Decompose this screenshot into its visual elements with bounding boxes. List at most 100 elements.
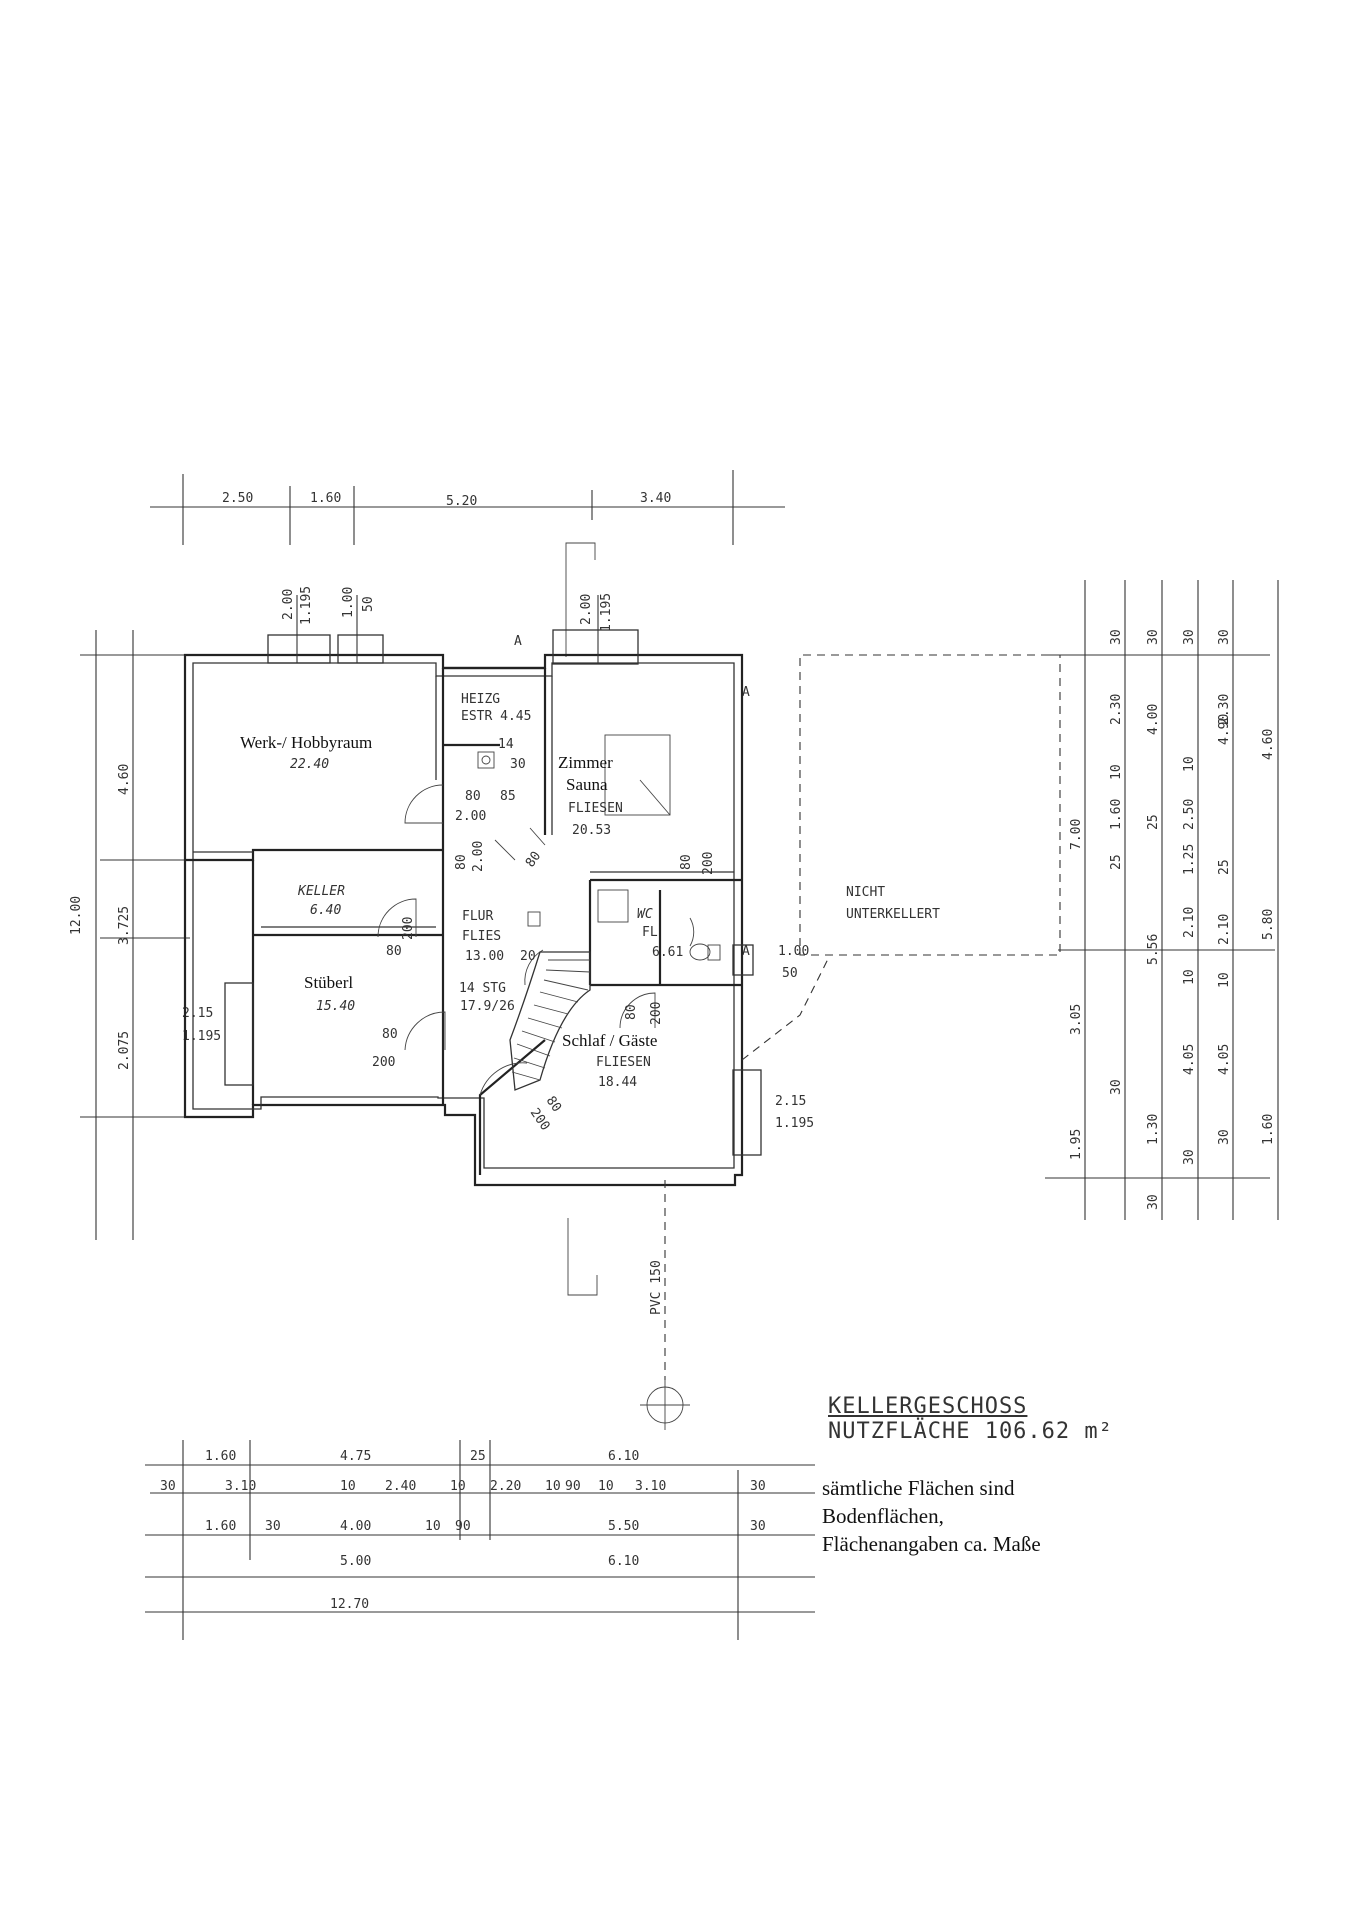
dim-right-c5-2: 4.90 xyxy=(1217,714,1232,745)
dim-bottom-r2-3: 10 xyxy=(340,1479,356,1494)
note-line-2: Bodenflächen, xyxy=(822,1504,944,1528)
dim-top-2: 1.60 xyxy=(310,491,341,506)
room-flur-area: 13.00 xyxy=(465,949,504,964)
door-label-12: 200 xyxy=(649,1002,664,1025)
dim-right-c1-1: 7.00 xyxy=(1069,819,1084,850)
room-wc-area: 6.61 xyxy=(652,945,683,960)
room-wc-name: WC xyxy=(637,907,653,922)
window-label-5: 2.00 xyxy=(579,594,594,625)
dim-right-c2-5: 25 xyxy=(1109,854,1124,870)
area-nicht-line2: UNTERKELLERT xyxy=(846,907,940,922)
dim-bottom-r2-8: 90 xyxy=(565,1479,581,1494)
not-basement-area xyxy=(741,654,1061,1061)
mark-80: 80 xyxy=(523,849,544,870)
dim-right-c4-6: 2.10 xyxy=(1217,914,1232,945)
dim-right-c5-5: 1.60 xyxy=(1261,1114,1276,1145)
dim-right-c1-3: 1.95 xyxy=(1069,1129,1084,1160)
left-dimension-chain: 12.00 4.60 3.725 2.075 2.15 1.195 xyxy=(69,630,221,1240)
door-label-5: 80 xyxy=(454,854,469,870)
dim-top-1: 2.50 xyxy=(222,491,253,506)
window-label-9: 1.00 xyxy=(778,944,809,959)
dim-bottom-r1-4: 6.10 xyxy=(608,1449,639,1464)
dim-bottom-r4-1: 5.00 xyxy=(340,1554,371,1569)
mark-20: 20 xyxy=(520,949,536,964)
dim-right-c2-8: 30 xyxy=(1109,1079,1124,1095)
mark-14: 14 xyxy=(498,737,514,752)
dim-right-c3-2: 4.00 xyxy=(1146,704,1161,735)
dim-right-c2-1: 30 xyxy=(1109,629,1124,645)
section-label-a2: A xyxy=(742,685,750,700)
title-line-2: NUTZFLÄCHE 106.62 m² xyxy=(828,1419,1113,1444)
dim-bottom-r3-1: 1.60 xyxy=(205,1519,236,1534)
dim-left-window-h: 1.195 xyxy=(182,1029,221,1044)
door-label-7: 80 xyxy=(679,854,694,870)
room-zimmer-name2: Sauna xyxy=(566,775,608,794)
dim-right-c2-2: 2.30 xyxy=(1109,694,1124,725)
dim-bottom-r3-6: 5.50 xyxy=(608,1519,639,1534)
dim-left-window-w: 2.15 xyxy=(182,1006,213,1021)
room-stueberl-name: Stüberl xyxy=(304,973,353,992)
dim-bottom-r4-2: 6.10 xyxy=(608,1554,639,1569)
dim-bottom-r2-2: 3.10 xyxy=(225,1479,256,1494)
room-heizg-sub: ESTR 4.45 xyxy=(461,709,531,724)
area-note: sämtliche Flächen sind Bodenflächen, Flä… xyxy=(822,1474,1041,1558)
section-mark-top: A A A xyxy=(514,542,750,959)
room-zimmer-area: 20.53 xyxy=(572,823,611,838)
dim-right-c4-4: 2.50 xyxy=(1182,799,1197,830)
window-label-7: 2.15 xyxy=(775,1094,806,1109)
dim-right-c4-3: 10 xyxy=(1182,756,1197,772)
dim-right-c3-7: 4.05 xyxy=(1182,1044,1197,1075)
door-label-13: 80 xyxy=(543,1094,564,1115)
dim-right-c3-8: 30 xyxy=(1182,1149,1197,1165)
door-label-6: 2.00 xyxy=(471,841,486,872)
room-werk-area: 22.40 xyxy=(290,757,329,772)
dim-right-c4-1: 30 xyxy=(1182,629,1197,645)
drawing-title: KELLERGESCHOSS NUTZFLÄCHE 106.62 m² xyxy=(828,1394,1113,1444)
pvc-label: PVC 150 xyxy=(649,1260,664,1315)
dim-bottom-r3-5: 90 xyxy=(455,1519,471,1534)
room-flur-floor: FLIES xyxy=(462,929,501,944)
dim-bottom-r1-1: 1.60 xyxy=(205,1449,236,1464)
dim-right-c5-4: 5.80 xyxy=(1261,909,1276,940)
dim-right-c3-1: 30 xyxy=(1146,629,1161,645)
note-line-1: sämtliche Flächen sind xyxy=(822,1476,1015,1500)
dim-right-c3-5: 2.10 xyxy=(1182,907,1197,938)
dim-bottom-r3-4: 10 xyxy=(425,1519,441,1534)
dim-right-c3-3: 25 xyxy=(1146,814,1161,830)
room-flur-name: FLUR xyxy=(462,909,493,924)
dim-left-total: 12.00 xyxy=(69,896,84,935)
window-label-6: 1.195 xyxy=(599,593,614,632)
section-label-a1: A xyxy=(514,634,522,649)
dim-bottom-r2-4: 2.40 xyxy=(385,1479,416,1494)
room-keller-area: 6.40 xyxy=(310,903,341,918)
note-line-3: Flächenangaben ca. Maße xyxy=(822,1532,1041,1556)
dim-right-c3-6: 10 xyxy=(1182,969,1197,985)
mark-85: 85 xyxy=(500,789,516,804)
room-keller-name: KELLER xyxy=(297,884,345,899)
staircase xyxy=(509,951,591,1091)
window-label-1: 2.00 xyxy=(281,589,296,620)
room-zimmer-floor: FLIESEN xyxy=(568,801,623,816)
dim-right-c4-7: 10 xyxy=(1217,972,1232,988)
sauna-cabin xyxy=(604,734,671,816)
window-label-2: 1.195 xyxy=(299,586,314,625)
wc-fixtures xyxy=(527,889,721,961)
dim-left-3: 2.075 xyxy=(117,1031,132,1070)
window-label-8: 1.195 xyxy=(775,1116,814,1131)
dim-bottom-r2-11: 30 xyxy=(750,1479,766,1494)
room-schlaf-name: Schlaf / Gäste xyxy=(562,1031,657,1050)
door-label-11: 80 xyxy=(624,1004,639,1020)
dim-right-c4-9: 30 xyxy=(1217,1129,1232,1145)
dim-bottom-r2-1: 30 xyxy=(160,1479,176,1494)
dim-bottom-r2-7: 10 xyxy=(545,1479,561,1494)
dim-right-c5-1: 30 xyxy=(1217,629,1232,645)
dim-right-c4-2: 2.30 xyxy=(1217,694,1232,725)
room-flur-stair-dim: 17.9/26 xyxy=(460,999,515,1014)
right-dimension-block: 7.00 3.05 1.95 30 30 2.30 10 1.60 25 5.5… xyxy=(1045,580,1279,1220)
title-line-1: KELLERGESCHOSS xyxy=(828,1394,1028,1419)
misc-marks: 14 30 20 80 85 xyxy=(498,737,544,964)
windows: 2.00 1.195 1.00 50 2.00 1.195 2.15 1.195… xyxy=(224,586,814,1156)
window-label-3: 1.00 xyxy=(341,587,356,618)
door-label-4: 2.00 xyxy=(455,809,486,824)
chimney xyxy=(477,751,495,769)
